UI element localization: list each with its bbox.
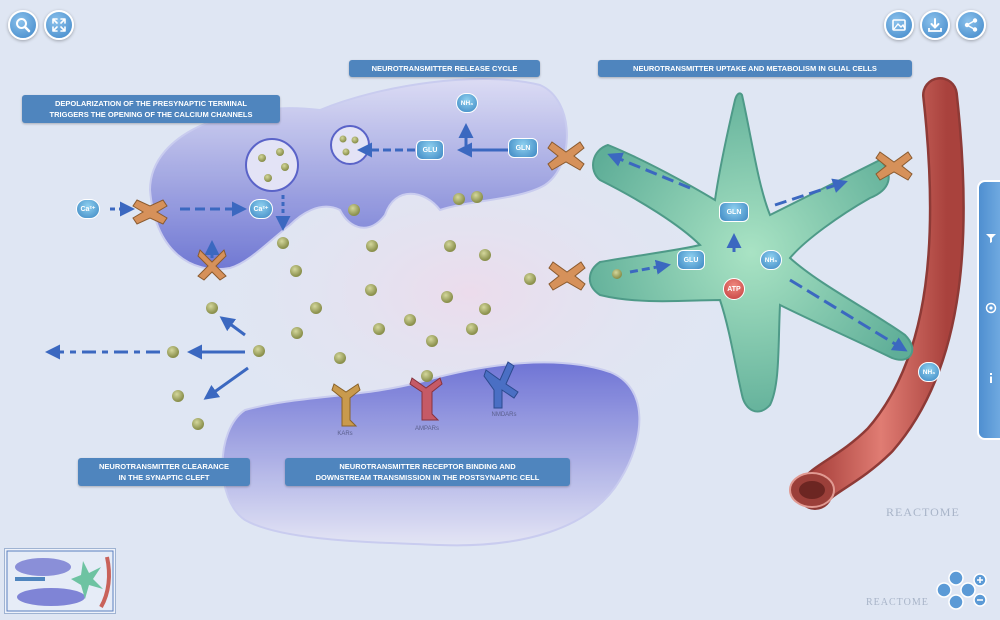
- navigation-pad[interactable]: [934, 570, 988, 612]
- receptor-kar[interactable]: [331, 383, 361, 427]
- label-text: DEPOLARIZATION OF THE PRESYNAPTIC TERMIN…: [55, 99, 247, 108]
- receptor-ampar[interactable]: [409, 377, 443, 421]
- download-icon: [928, 18, 942, 32]
- molecule-label: GLN: [726, 208, 742, 216]
- molecule-label: Ca²⁺: [253, 206, 269, 213]
- molecule-label: GLU: [422, 146, 438, 154]
- pan-left-button[interactable]: [936, 582, 952, 598]
- receptor-label-ampar: AMPARs: [415, 426, 439, 432]
- molecule-nh3-top[interactable]: NH₃: [456, 93, 478, 113]
- molecule-gln-glial[interactable]: GLN: [719, 202, 749, 222]
- molecule-label: GLN: [515, 144, 531, 152]
- glial-transporter-middle[interactable]: [548, 261, 586, 291]
- search-button[interactable]: [8, 10, 38, 40]
- fit-screen-icon: [52, 18, 66, 32]
- side-panel[interactable]: [977, 180, 1000, 440]
- label-text: NEUROTRANSMITTER CLEARANCE: [99, 462, 229, 471]
- share-icon: [964, 18, 978, 32]
- pan-up-button[interactable]: [948, 570, 964, 586]
- calcium-channel[interactable]: [132, 199, 168, 225]
- neurotransmitter-particles: [167, 191, 622, 430]
- zoom-out-button[interactable]: [973, 593, 987, 607]
- label-text: NEUROTRANSMITTER RECEPTOR BINDING AND: [339, 462, 516, 471]
- search-icon: [16, 18, 31, 33]
- thumbnail-preview: [6, 550, 114, 612]
- label-depolarization[interactable]: DEPOLARIZATION OF THE PRESYNAPTIC TERMIN…: [22, 95, 280, 123]
- molecule-label: GLU: [683, 256, 699, 264]
- vesicle-full[interactable]: [245, 138, 299, 192]
- blood-vessel[interactable]: [789, 77, 965, 510]
- label-uptake-glial[interactable]: NEUROTRANSMITTER UPTAKE AND METABOLISM I…: [598, 60, 912, 77]
- label-text: IN THE SYNAPTIC CLEFT: [118, 473, 210, 482]
- molecule-label: Ca²⁺: [80, 206, 96, 213]
- label-clearance[interactable]: NEUROTRANSMITTER CLEARANCE IN THE SYNAPT…: [78, 458, 250, 486]
- reactome-logo: REACTOME: [886, 505, 960, 519]
- flow-arrows: [45, 123, 908, 400]
- receptor-nmdar[interactable]: [483, 361, 519, 409]
- zoom-in-button[interactable]: [973, 573, 987, 587]
- glial-transporter-top[interactable]: [547, 141, 585, 171]
- info-icon[interactable]: [985, 372, 997, 384]
- label-text: NEUROTRANSMITTER RELEASE CYCLE: [371, 64, 518, 73]
- vesicle-recycling[interactable]: [330, 125, 370, 165]
- receptor-label-kar: KARs: [337, 431, 353, 437]
- molecule-gln-presynaptic[interactable]: GLN: [508, 138, 538, 158]
- molecule-nh3-glial[interactable]: NH₃: [760, 250, 782, 270]
- receptor-label-nmdar: NMDARs: [491, 412, 517, 418]
- molecule-glu-presynaptic[interactable]: GLU: [416, 140, 444, 160]
- molecule-label: NH₃: [922, 368, 936, 376]
- molecule-label: NH₃: [764, 256, 778, 264]
- glial-transporter-vessel[interactable]: [875, 151, 913, 181]
- pan-down-button[interactable]: [948, 594, 964, 610]
- share-button[interactable]: [956, 10, 986, 40]
- overlay-icon[interactable]: [985, 302, 997, 314]
- postsynaptic-cell[interactable]: [221, 361, 641, 547]
- download-button[interactable]: [920, 10, 950, 40]
- export-image-icon: [892, 19, 906, 31]
- molecule-nh3-vessel[interactable]: NH₃: [918, 362, 940, 382]
- label-text: DOWNSTREAM TRANSMISSION IN THE POSTSYNAP…: [315, 473, 540, 482]
- export-image-button[interactable]: [884, 10, 914, 40]
- pan-right-button[interactable]: [960, 582, 976, 598]
- molecule-atp[interactable]: ATP: [723, 278, 745, 300]
- label-receptor-binding[interactable]: NEUROTRANSMITTER RECEPTOR BINDING AND DO…: [285, 458, 570, 486]
- molecule-label: ATP: [727, 285, 741, 293]
- fit-screen-button[interactable]: [44, 10, 74, 40]
- molecule-label: NH₃: [460, 99, 474, 107]
- filter-icon[interactable]: [985, 232, 997, 244]
- presynaptic-transporter[interactable]: [197, 249, 227, 281]
- molecule-ca-outside[interactable]: Ca²⁺: [76, 199, 100, 219]
- molecule-glu-glial[interactable]: GLU: [677, 250, 705, 270]
- reactome-logo-footer: REACTOME: [866, 597, 929, 608]
- glial-cell[interactable]: [588, 92, 914, 413]
- label-text: NEUROTRANSMITTER UPTAKE AND METABOLISM I…: [633, 64, 877, 73]
- molecule-ca-inside[interactable]: Ca²⁺: [249, 199, 273, 219]
- label-release-cycle[interactable]: NEUROTRANSMITTER RELEASE CYCLE: [349, 60, 540, 77]
- diagram-thumbnail[interactable]: [4, 548, 116, 614]
- label-text: TRIGGERS THE OPENING OF THE CALCIUM CHAN…: [49, 110, 253, 119]
